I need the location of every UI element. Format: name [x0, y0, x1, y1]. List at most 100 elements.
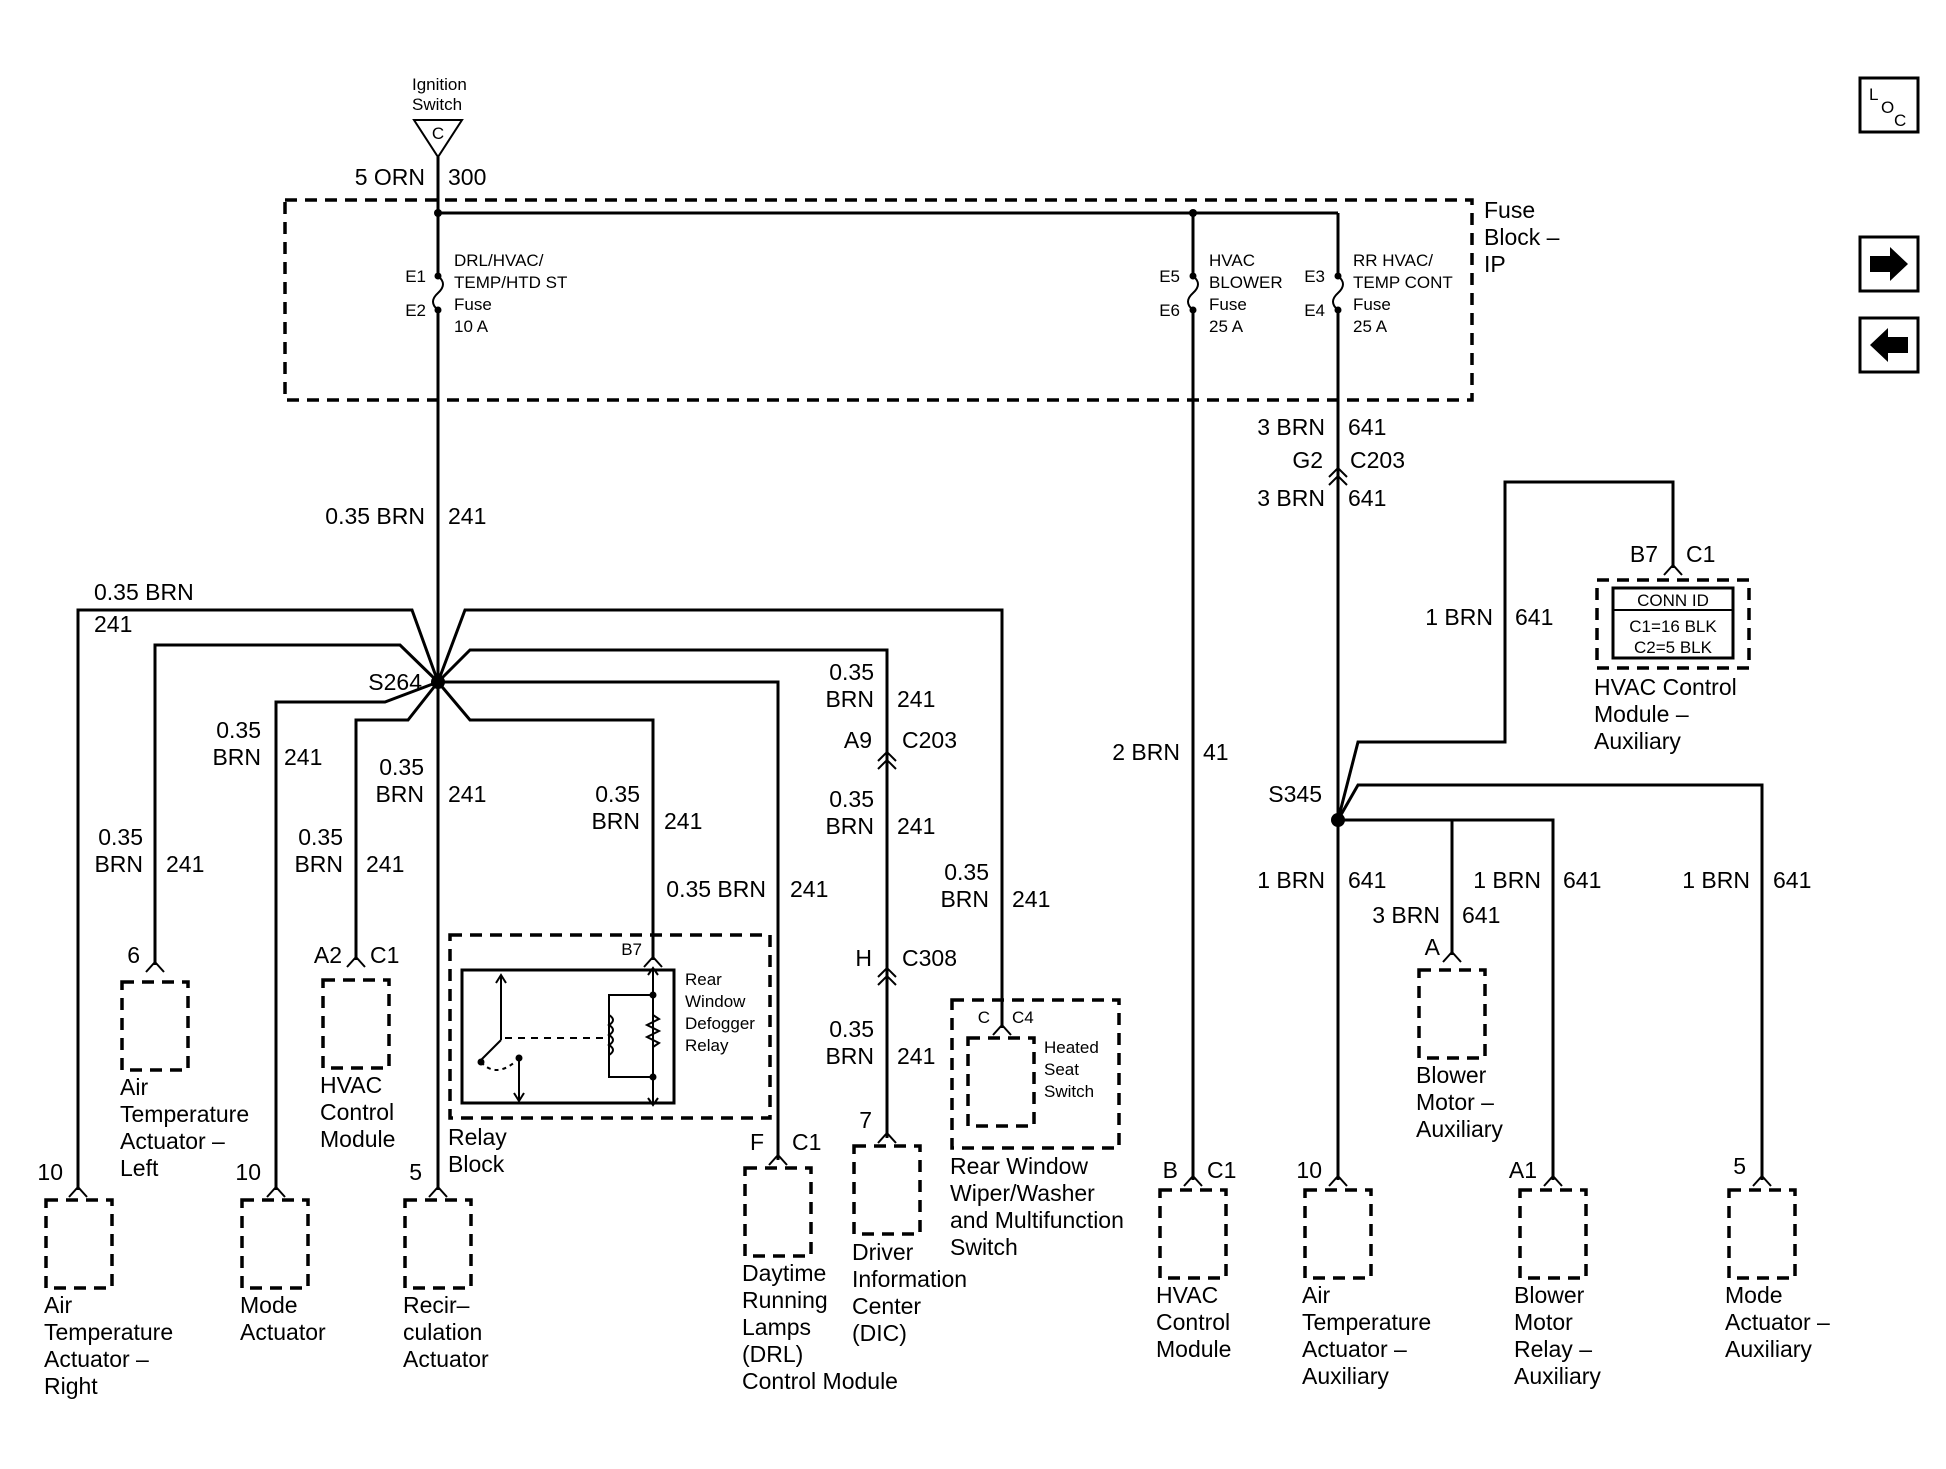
svg-text:Daytime: Daytime — [742, 1260, 826, 1286]
svg-text:Heated: Heated — [1044, 1038, 1099, 1057]
svg-text:Control Module: Control Module — [742, 1368, 898, 1394]
svg-text:Control: Control — [320, 1099, 394, 1125]
drl-control-module: F C1 Daytime Running Lamps (DRL) Control… — [742, 1129, 898, 1394]
next-page-arrow-icon[interactable] — [1858, 235, 1920, 293]
rr-upper-color: 3 BRN — [1257, 414, 1325, 440]
main-241-color: 0.35 BRN — [325, 503, 425, 529]
fuse-3-line-1: RR HVAC/ — [1353, 251, 1433, 270]
conn-id-feed-circuit: 641 — [1515, 604, 1553, 630]
svg-text:Switch: Switch — [950, 1234, 1018, 1260]
svg-text:Window: Window — [685, 992, 746, 1011]
heated-color-1: 0.35 — [944, 859, 989, 885]
fuse-2-line-2: BLOWER — [1209, 273, 1283, 292]
rear-wiper-switch: C C4 Heated Seat Switch Rear Window Wipe… — [950, 998, 1124, 1260]
svg-text:Control: Control — [1156, 1309, 1230, 1335]
conn-id-line-2: C2=5 BLK — [1634, 638, 1713, 657]
fuse-3-pin-in: E3 — [1304, 267, 1325, 286]
svg-text:Temperature: Temperature — [120, 1101, 249, 1127]
svg-text:Switch: Switch — [1044, 1082, 1094, 1101]
svg-text:Auxiliary: Auxiliary — [1514, 1363, 1601, 1389]
left6-color-1: 0.35 — [98, 824, 143, 850]
blower-relay-color: 1 BRN — [1473, 867, 1541, 893]
fuse-block-ip: Fuse Block – IP E1 E2 DRL/HVAC/ TEMP/HTD… — [283, 157, 1560, 402]
defogger-pin: B7 — [621, 940, 642, 959]
svg-text:Module –: Module – — [1594, 701, 1689, 727]
svg-text:Driver: Driver — [852, 1239, 914, 1265]
drl-conn: C1 — [792, 1129, 821, 1155]
svg-text:Motor: Motor — [1514, 1309, 1573, 1335]
c308-name: C308 — [902, 945, 957, 971]
svg-text:Actuator: Actuator — [240, 1319, 326, 1345]
hvac-control-module-a2: A2 C1 HVAC Control Module — [314, 942, 400, 1152]
ignition-circuit: 300 — [448, 164, 486, 190]
fuse-3-line-3: Fuse — [1353, 295, 1391, 314]
mode-actuator: 10 Mode Actuator — [235, 1159, 326, 1345]
svg-text:Module: Module — [1156, 1336, 1231, 1362]
fuse-3-line-2: TEMP CONT — [1353, 273, 1453, 292]
mode-actuator-auxiliary: 5 Mode Actuator – Auxiliary — [1725, 1153, 1830, 1362]
svg-text:Auxiliary: Auxiliary — [1594, 728, 1681, 754]
previous-page-arrow-icon[interactable] — [1858, 316, 1920, 374]
svg-text:Blower: Blower — [1514, 1282, 1585, 1308]
locator-icon[interactable]: L O C — [1858, 76, 1920, 134]
air-temp-aux-pin: 10 — [1296, 1157, 1322, 1183]
blower-relay-circuit: 641 — [1563, 867, 1601, 893]
hvac-control-module-auxiliary: B7 C1 CONN ID C1=16 BLK C2=5 BLK HVAC Co… — [1594, 541, 1751, 754]
mode-aux-color: 1 BRN — [1682, 867, 1750, 893]
heated-color-2: BRN — [940, 886, 989, 912]
dic-upper-color-1: 0.35 — [829, 659, 874, 685]
fuse-1-pin-out: E2 — [405, 301, 426, 320]
ignition-terminal: C — [432, 124, 444, 143]
svg-text:Auxiliary: Auxiliary — [1302, 1363, 1389, 1389]
c203-a9-name: C203 — [902, 727, 957, 753]
svg-text:Temperature: Temperature — [1302, 1309, 1431, 1335]
fuse-drl-hvac: E1 E2 DRL/HVAC/ TEMP/HTD ST Fuse 10 A — [405, 251, 567, 336]
fuse-2-line-4: 25 A — [1209, 317, 1244, 336]
conn-id-feed-color: 1 BRN — [1425, 604, 1493, 630]
fuse-block-name-2: Block – — [1484, 224, 1560, 250]
svg-text:Lamps: Lamps — [742, 1314, 811, 1340]
c203-g2-pin: G2 — [1292, 447, 1323, 473]
relay-block-line-2: Block — [448, 1151, 505, 1177]
svg-text:(DIC): (DIC) — [852, 1320, 907, 1346]
rr-upper-circuit: 641 — [1348, 414, 1386, 440]
svg-text:Center: Center — [852, 1293, 921, 1319]
blower-motor-aux-pin: A — [1425, 934, 1441, 960]
recirc-color-1: 0.35 — [379, 754, 424, 780]
svg-text:Rear Window: Rear Window — [950, 1153, 1088, 1179]
hvac-a2-conn: C1 — [370, 942, 399, 968]
mode-circuit: 241 — [284, 744, 322, 770]
svg-text:Actuator –: Actuator – — [1302, 1336, 1407, 1362]
svg-text:Wiper/Washer: Wiper/Washer — [950, 1180, 1095, 1206]
mode-color-1: 0.35 — [216, 717, 261, 743]
svg-text:Right: Right — [44, 1373, 98, 1399]
drl-pin: F — [750, 1129, 764, 1155]
recirc-circuit: 241 — [448, 781, 486, 807]
hvac-aux-conn: C1 — [1686, 541, 1715, 567]
svg-text:Auxiliary: Auxiliary — [1725, 1336, 1812, 1362]
fuse-hvac-blower: E5 E6 HVAC BLOWER Fuse 25 A — [1159, 251, 1282, 336]
dic-pin: 7 — [859, 1107, 872, 1133]
recirculation-actuator: 5 Recir– culation Actuator — [403, 1159, 489, 1372]
hvac-a2-color-1: 0.35 — [298, 824, 343, 850]
fuse-3-line-4: 25 A — [1353, 317, 1388, 336]
mode-aux-circuit: 641 — [1773, 867, 1811, 893]
aux-temp-circuit: 641 — [1348, 867, 1386, 893]
fuse-1-line-4: 10 A — [454, 317, 489, 336]
s345-network: 3 BRN 641 G2 C203 3 BRN 641 S345 1 BRN 6… — [1257, 310, 1811, 1180]
hvac-blower-branch: 2 BRN 41 — [1112, 310, 1229, 1180]
rr-lower-color: 3 BRN — [1257, 485, 1325, 511]
svg-text:Running: Running — [742, 1287, 828, 1313]
dic-lower-color-1: 0.35 — [829, 1016, 874, 1042]
air-temp-right-pin: 10 — [37, 1159, 63, 1185]
relay-block: Relay Block B7 Rear Window — [448, 933, 772, 1177]
top-left-color: 0.35 BRN — [94, 579, 194, 605]
hvac-a2-pin: A2 — [314, 942, 342, 968]
fuse-rr-hvac: E3 E4 RR HVAC/ TEMP CONT Fuse 25 A — [1304, 251, 1453, 336]
conn-id-title: CONN ID — [1637, 591, 1709, 610]
svg-text:Seat: Seat — [1044, 1060, 1079, 1079]
svg-text:L: L — [1869, 85, 1878, 104]
fuse-block-name-3: IP — [1484, 251, 1506, 277]
rr-lower-circuit: 641 — [1348, 485, 1386, 511]
